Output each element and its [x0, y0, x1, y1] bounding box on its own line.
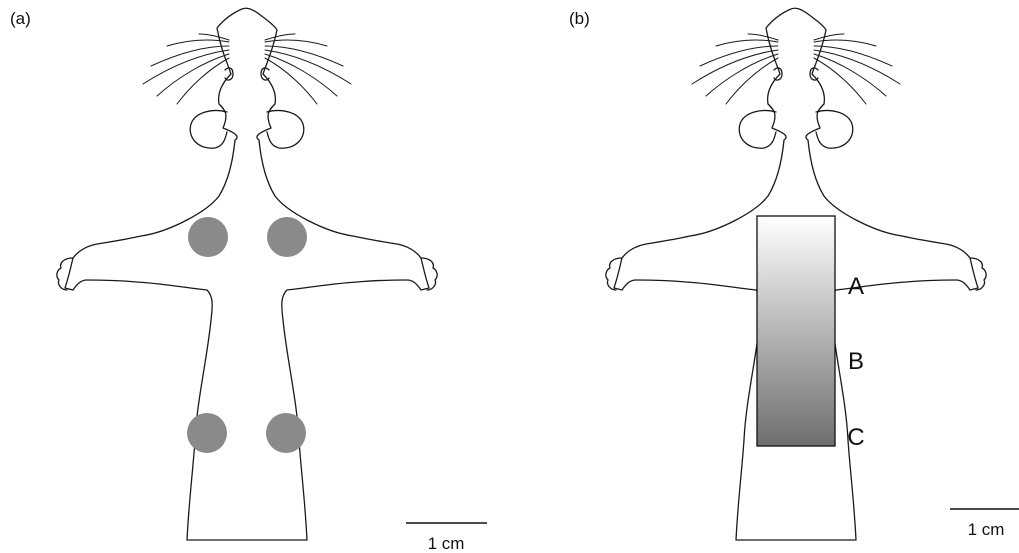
- spot-upper-left: [188, 217, 228, 257]
- region-label-a: A: [848, 273, 864, 300]
- spot-lower-right: [266, 413, 306, 453]
- spot-upper-right: [267, 217, 307, 257]
- gradient-strip: [757, 216, 835, 446]
- scale-bar-a-label: 1 cm: [428, 534, 465, 553]
- panel-b: (b) A B C 1 cm: [569, 8, 1019, 540]
- region-label-b: B: [848, 348, 864, 375]
- scale-bar-b-label: 1 cm: [968, 520, 1005, 539]
- panel-a: (a) 1 cm: [10, 8, 487, 553]
- rat-outline-a: [57, 8, 437, 540]
- panel-b-label: (b): [569, 9, 590, 28]
- panel-a-label: (a): [10, 9, 31, 28]
- region-label-c: C: [847, 424, 864, 451]
- spot-lower-left: [187, 413, 227, 453]
